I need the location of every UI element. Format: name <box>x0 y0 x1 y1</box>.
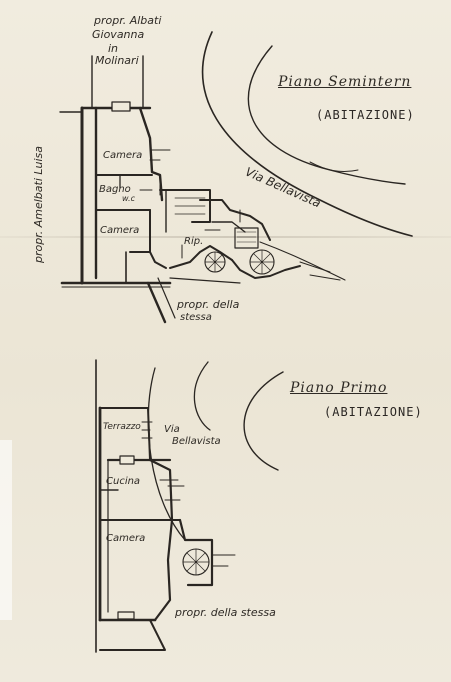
room-camera-lower: Camera <box>100 225 140 236</box>
floor-first-subtitle: (ABITAZIONE) <box>324 405 423 419</box>
room-bagno: Bagno <box>99 184 131 195</box>
street-curb-lower <box>259 241 346 281</box>
room-wc: w.c <box>122 194 135 203</box>
floor-semi-subtitle: (ABITAZIONE) <box>316 108 415 122</box>
room-cucina: Cucina <box>106 476 141 487</box>
neighbor-first-bottom: propr. della stessa <box>175 606 276 619</box>
neighbor-top-line4: Molinari <box>95 54 139 67</box>
street-curve-lower-big <box>243 371 284 471</box>
floor-semi-title: Piano Semintern <box>278 74 412 90</box>
floor-first-title: Piano Primo <box>290 380 388 396</box>
room-camera-upper: Camera <box>103 150 143 161</box>
paper-fold-line <box>0 236 451 238</box>
neighbor-top-line2: Giovanna <box>92 28 145 41</box>
room-camera-first: Camera <box>106 533 146 544</box>
neighbor-top-line3: in <box>108 42 119 55</box>
street-label-first-line1: Via <box>164 424 180 435</box>
room-rip: Rip. <box>184 236 204 247</box>
street-curve-mid <box>247 45 406 185</box>
street-curve-outer <box>201 31 413 237</box>
street-curve-lower-outer <box>147 367 186 541</box>
room-terrazzo: Terrazzo <box>103 422 141 432</box>
neighbor-semi-bottom-line2: stessa <box>180 312 212 323</box>
neighbor-semi-bottom-line1: propr. della <box>177 298 240 311</box>
street-curve-inner <box>309 161 359 173</box>
neighbor-left-label: propr. Amelbati Luisa <box>32 145 46 264</box>
paper-edge <box>0 440 12 620</box>
street-curve-lower-mid <box>193 361 211 431</box>
neighbor-top-line1: propr. Albati <box>94 14 162 27</box>
street-label-first-line2: Bellavista <box>172 436 221 447</box>
